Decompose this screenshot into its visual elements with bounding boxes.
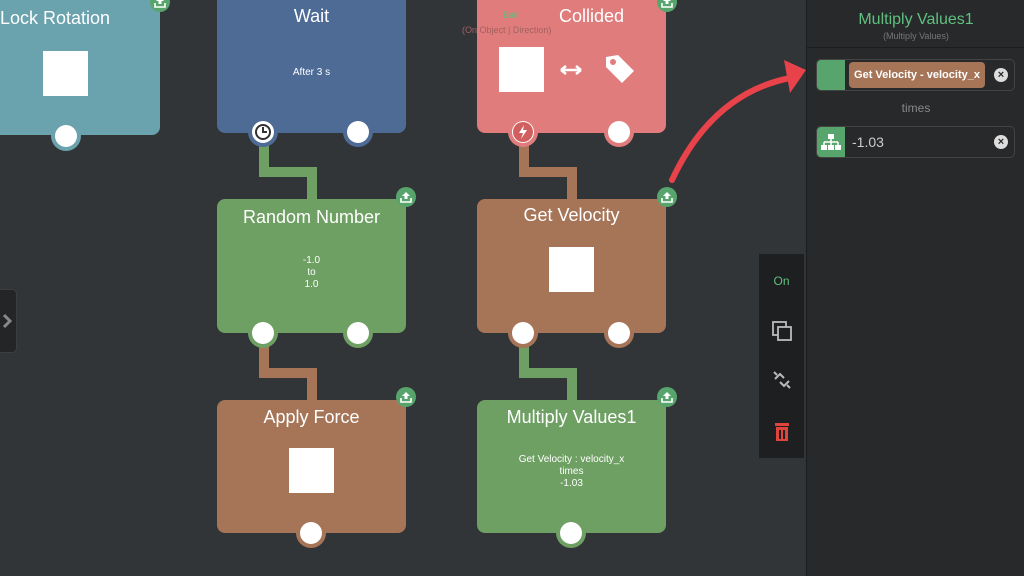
unlink-icon[interactable] xyxy=(759,369,804,391)
node-info-line: -1.03 xyxy=(560,478,583,489)
node-info-line: 1.0 xyxy=(304,279,319,290)
chevron-right-icon xyxy=(2,313,12,329)
copy-icon[interactable] xyxy=(759,320,804,342)
node-title: Wait xyxy=(293,6,330,26)
divider xyxy=(807,47,1024,48)
wire-random-applyforce xyxy=(259,344,317,405)
node-info: After 3 s xyxy=(292,67,331,78)
node-preview-square xyxy=(549,247,594,292)
export-icon[interactable] xyxy=(150,0,170,12)
input-port[interactable] xyxy=(300,522,322,544)
output-port[interactable] xyxy=(55,125,77,147)
hierarchy-icon xyxy=(817,60,845,90)
collision-port[interactable] xyxy=(512,121,534,143)
node-multiply-values[interactable]: Multiply Values1 Get Velocity : velocity… xyxy=(477,400,666,533)
value-input-2[interactable]: -1.03 × xyxy=(816,126,1015,158)
input-port[interactable] xyxy=(252,322,274,344)
impact-icon xyxy=(513,122,533,142)
wire-wait-random xyxy=(259,142,317,205)
node-info-line: -1.0 xyxy=(302,255,321,266)
wire-getvelocity-multiply xyxy=(519,344,577,405)
node-preview-square xyxy=(289,448,334,493)
inspector-panel: Multiply Values1 (Multiply Values) Get V… xyxy=(806,0,1024,576)
node-get-velocity[interactable]: Get Velocity xyxy=(477,199,666,333)
output-port[interactable] xyxy=(347,121,369,143)
node-title: Multiply Values1 xyxy=(506,407,637,427)
output-port[interactable] xyxy=(608,121,630,143)
clear-icon[interactable]: × xyxy=(994,135,1008,149)
node-toolbar: On xyxy=(759,254,804,458)
node-info-line: Get Velocity : velocity_x xyxy=(518,454,625,465)
tag-icon xyxy=(606,55,634,83)
export-icon[interactable] xyxy=(657,0,677,12)
export-icon[interactable] xyxy=(396,187,416,207)
collision-tag-label: Ball xyxy=(503,10,519,20)
node-title: Lock Rotation xyxy=(0,8,111,28)
hierarchy-icon xyxy=(817,127,845,157)
node-title: Get Velocity xyxy=(523,205,620,225)
export-icon[interactable] xyxy=(396,387,416,407)
node-apply-force[interactable]: Apply Force xyxy=(217,400,406,533)
trash-icon[interactable] xyxy=(759,421,804,443)
output-port[interactable] xyxy=(608,322,630,344)
node-title: Random Number xyxy=(242,207,381,227)
node-collided[interactable]: Collided Ball (On Object | Direction) xyxy=(462,0,666,133)
timer-port[interactable] xyxy=(252,121,274,143)
input-port[interactable] xyxy=(512,322,534,344)
number-value[interactable]: -1.03 xyxy=(852,134,884,150)
inspector-subtitle: (Multiply Values) xyxy=(883,31,949,41)
value-input-1[interactable]: Get Velocity - velocity_x × xyxy=(816,59,1015,91)
node-title: Collided xyxy=(558,6,625,26)
double-arrow-icon xyxy=(560,65,582,75)
node-info-line: times xyxy=(559,466,584,477)
clock-icon xyxy=(255,124,271,140)
node-preview-square xyxy=(499,47,544,92)
inspector-title: Multiply Values1 xyxy=(858,11,974,28)
input-port[interactable] xyxy=(560,522,582,544)
export-icon[interactable] xyxy=(657,187,677,207)
annotation-arrow xyxy=(669,60,806,183)
node-random-number[interactable]: Random Number -1.0 to 1.0 xyxy=(217,199,406,333)
connection-wires xyxy=(259,142,577,405)
clear-icon[interactable]: × xyxy=(994,68,1008,82)
node-info-line: to xyxy=(307,267,316,278)
side-drawer-handle[interactable] xyxy=(0,289,17,353)
node-title: Apply Force xyxy=(263,407,360,427)
export-icon[interactable] xyxy=(657,387,677,407)
collision-hint: (On Object | Direction) xyxy=(462,25,552,35)
toggle-on-button[interactable]: On xyxy=(773,274,790,288)
output-port[interactable] xyxy=(347,322,369,344)
wire-collided-getvelocity xyxy=(519,142,577,205)
node-lock-rotation[interactable]: Lock Rotation xyxy=(0,0,160,135)
linked-value-chip[interactable]: Get Velocity - velocity_x xyxy=(849,62,985,88)
node-canvas[interactable]: Lock Rotation Wait After 3 s Collided Ba… xyxy=(0,0,806,576)
times-label: times xyxy=(901,101,931,115)
node-preview-square xyxy=(43,51,88,96)
node-wait[interactable]: Wait After 3 s xyxy=(217,0,406,133)
